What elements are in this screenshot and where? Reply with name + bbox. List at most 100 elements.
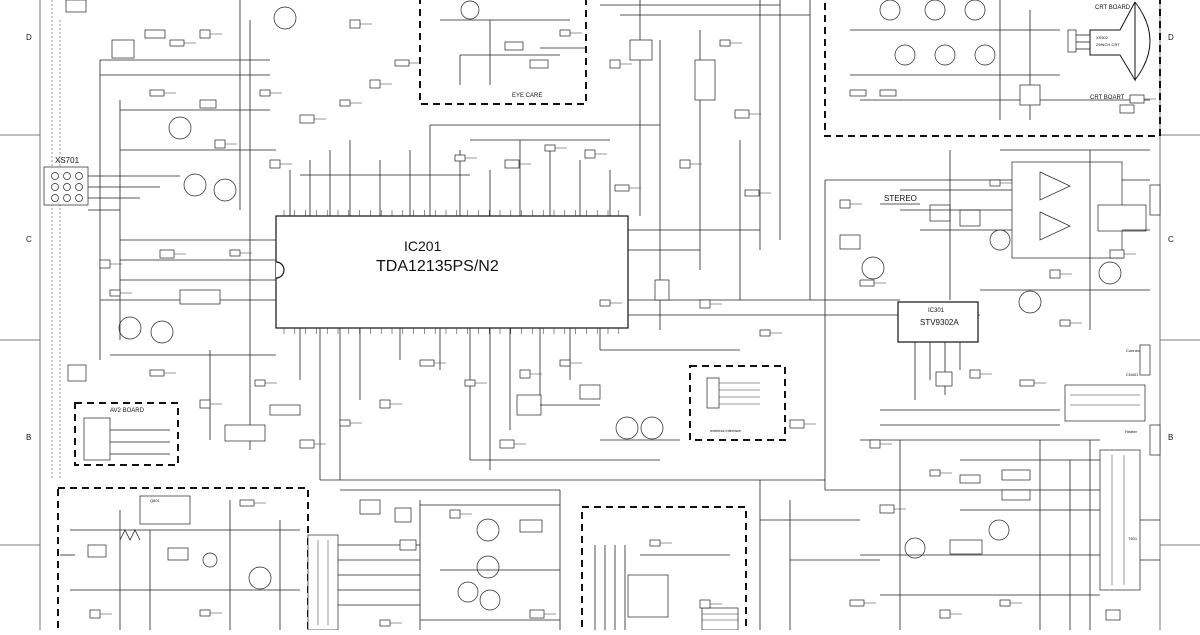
ic201-chip: IC201 TDA12135PS/N2 [275, 215, 629, 329]
component-glyph [719, 39, 731, 47]
component-glyph [939, 609, 951, 619]
component-glyph [89, 609, 101, 619]
ic301-ref-label: IC301 [928, 308, 945, 314]
xs701-label: XS701 [55, 156, 80, 165]
component-glyph [559, 29, 571, 37]
component-glyph [379, 619, 391, 627]
ic201-bottom-wiring [299, 328, 820, 491]
crt-tube-label: 29INCH-CRT [1096, 42, 1120, 47]
eye-care-block [419, 0, 587, 105]
component-glyph [339, 419, 351, 427]
component-glyph [869, 439, 881, 449]
right-connectors [1064, 184, 1161, 422]
crt-board-label: CRT BOARD [1095, 5, 1131, 11]
component-glyph [169, 39, 185, 47]
component-glyph [679, 159, 691, 169]
ic201-top-wiring [289, 124, 660, 216]
q801-label: Q801 [150, 498, 161, 503]
component-glyph [299, 439, 315, 449]
component-glyph [199, 399, 211, 409]
component-glyph [614, 184, 630, 192]
component-glyph [379, 399, 391, 409]
grid-row-d-left: D [26, 33, 32, 42]
component-glyph [454, 154, 466, 162]
component-glyph [394, 59, 410, 67]
grid-row-c-left: C [26, 235, 32, 244]
scattered-components [89, 19, 1156, 627]
component-glyph [519, 369, 531, 379]
ic201-ref-label: IC201 [404, 238, 442, 254]
component-glyph [149, 89, 165, 97]
component-glyph [699, 299, 711, 309]
wireless-interface-block [689, 365, 786, 441]
component-glyph [464, 379, 476, 387]
grid-row-b-left: B [26, 433, 31, 442]
component-glyph [989, 179, 1001, 187]
flyback-section: T601 [860, 424, 1161, 630]
component-glyph [1019, 379, 1035, 387]
bottom-center-block [581, 506, 747, 635]
grid-row-c-right: C [1168, 235, 1174, 244]
ic301-body [897, 301, 979, 343]
component-glyph [254, 379, 266, 387]
stereo-section [839, 149, 1150, 330]
grid-row-d-right: D [1168, 33, 1174, 42]
left-transistor-cluster [65, 0, 301, 450]
component-glyph [584, 149, 596, 159]
grid-row-b-right: B [1168, 433, 1173, 442]
component-glyph [159, 249, 175, 259]
component-glyph [229, 249, 241, 257]
ic201-part-label: TDA12135PS/N2 [376, 258, 499, 275]
component-glyph [199, 609, 211, 617]
component-glyph [879, 504, 895, 514]
ic301-chip: IC301 STV9302A [880, 301, 1060, 426]
component-glyph [759, 329, 771, 337]
crt-board-block [824, 0, 1161, 137]
crt-tube: XS502 29INCH-CRT [1067, 1, 1151, 82]
bottom-transistors [399, 480, 880, 630]
power-supply-components: Q801 [60, 495, 300, 630]
component-glyph [199, 29, 211, 39]
eye-care-components [440, 0, 586, 85]
eye-care-label: EYE CARE [512, 93, 542, 99]
component-glyph [849, 599, 865, 607]
ic201-bottom-pins [283, 328, 620, 334]
component-glyph [239, 499, 255, 507]
component-glyph [259, 89, 271, 97]
center-wiring [600, 0, 1100, 491]
component-glyph [999, 599, 1011, 607]
component-glyph [969, 369, 981, 379]
component-glyph [1109, 249, 1125, 259]
component-glyph [734, 109, 750, 119]
component-glyph [149, 369, 165, 377]
component-glyph [419, 359, 435, 367]
component-glyph [499, 439, 515, 449]
component-glyph [559, 359, 571, 367]
component-glyph [1059, 319, 1071, 327]
heater-label: Heater [1125, 429, 1138, 434]
crt-board-label-bottom: CRT BOART [1090, 95, 1125, 101]
component-glyph [699, 599, 711, 609]
component-glyph [109, 289, 121, 297]
crt-board-transistors [849, 0, 1150, 120]
component-glyph [504, 159, 520, 169]
t601-label: T601 [1128, 536, 1138, 541]
component-glyph [859, 279, 875, 287]
ic201-notch [275, 261, 285, 279]
av2-board-block [74, 402, 179, 466]
wireless-connector [706, 377, 760, 409]
connect-label: Connect [1126, 348, 1142, 353]
component-glyph [1049, 269, 1061, 279]
component-glyph [449, 509, 461, 519]
wireless-interface-label: wireless interface [710, 428, 742, 433]
ic201-top-pins [283, 210, 620, 216]
av2-board-label: AV2 BOARD [110, 408, 145, 414]
component-glyph [299, 114, 315, 124]
transformer-block [307, 499, 560, 631]
center-transistors [516, 39, 716, 441]
component-glyph [529, 609, 545, 619]
component-glyph [99, 259, 111, 269]
component-glyph [214, 139, 226, 149]
